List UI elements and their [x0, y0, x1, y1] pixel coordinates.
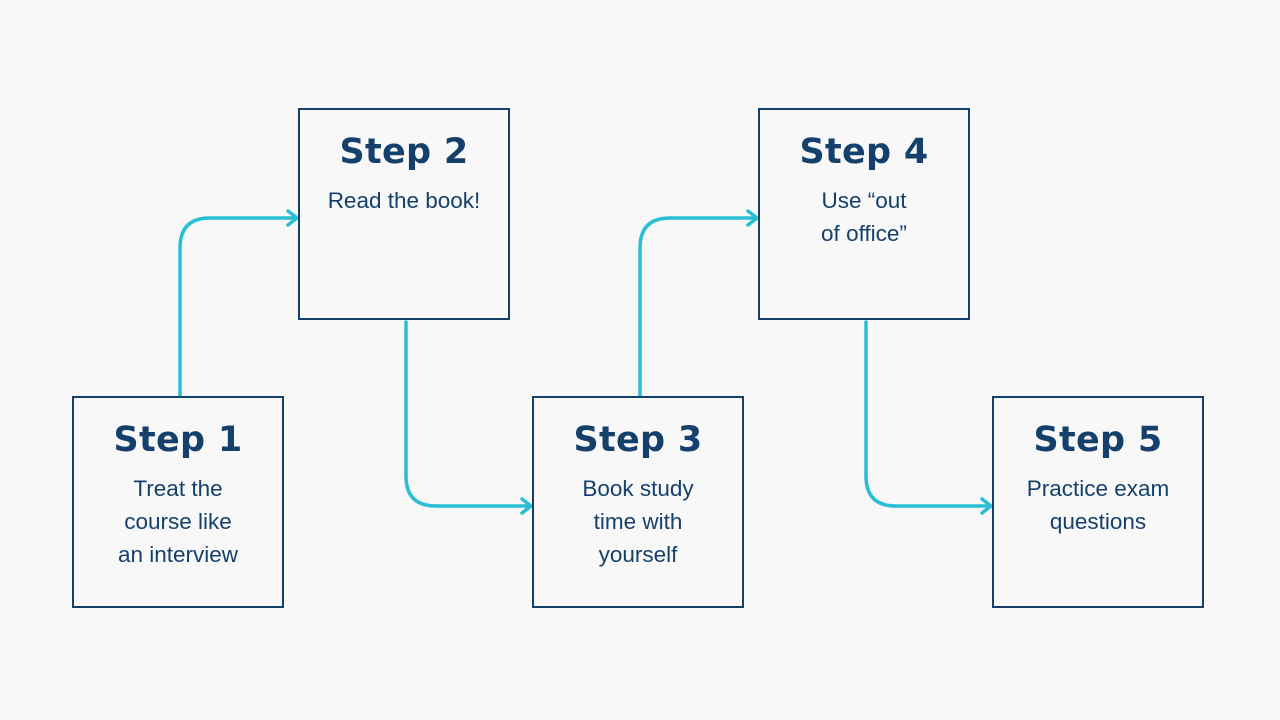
step-4-title: Step 4 [799, 132, 929, 172]
step-3-text: Book study time with yourself [582, 476, 694, 567]
step-5-title: Step 5 [1033, 420, 1163, 460]
step-4-box: Step 4 Use “out of office” [758, 108, 970, 320]
step-1-title: Step 1 [113, 420, 243, 460]
connector-step3-to-step4 [638, 209, 759, 398]
step-2-title: Step 2 [339, 132, 469, 172]
step-1-box: Step 1 Treat the course like an intervie… [72, 396, 284, 608]
step-1-text: Treat the course like an interview [117, 476, 239, 567]
connector-step1-to-step2 [178, 209, 299, 398]
step-5-box: Step 5 Practice exam questions [992, 396, 1204, 608]
step-4-text: Use “out of office” [821, 188, 907, 246]
connector-step2-to-step3 [404, 320, 533, 515]
step-5-text: Practice exam questions [1026, 476, 1170, 534]
step-2-text: Read the book! [327, 188, 481, 213]
step-2-box: Step 2 Read the book! [298, 108, 510, 320]
step-3-title: Step 3 [573, 420, 703, 460]
connector-step4-to-step5 [864, 320, 993, 515]
step-3-box: Step 3 Book study time with yourself [532, 396, 744, 608]
